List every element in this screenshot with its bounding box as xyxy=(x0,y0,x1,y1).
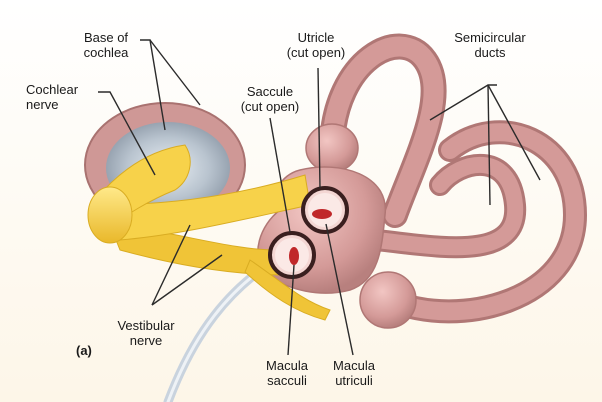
label-utricle: Utricle (cut open) xyxy=(286,30,346,60)
nerves xyxy=(87,144,331,321)
label-macula-utriculi: Macula utriculi xyxy=(333,358,375,388)
macula-sacculi xyxy=(289,247,299,265)
panel-label: (a) xyxy=(76,343,92,358)
saccule-cut xyxy=(268,231,316,279)
label-saccule: Saccule (cut open) xyxy=(240,84,300,114)
nerve-stump xyxy=(87,186,133,244)
label-macula-sacculi: Macula sacculi xyxy=(266,358,308,388)
leader-lines xyxy=(98,39,541,356)
utricle-cut xyxy=(301,186,349,234)
vestibular-nerve-upper xyxy=(99,174,311,241)
label-base-of-cochlea: Base of cochlea xyxy=(83,30,129,60)
label-cochlear-nerve: Cochlear nerve xyxy=(26,82,79,112)
label-vestibular-nerve: Vestibular nerve xyxy=(117,318,175,348)
label-semicircular-ducts: Semicircular ducts xyxy=(454,30,526,60)
macula-utriculi xyxy=(312,209,332,219)
vestibular-nerve-tail xyxy=(244,259,331,321)
ampulla-upper xyxy=(305,123,359,173)
ampulla-lower xyxy=(359,271,417,329)
semicircular-ducts xyxy=(319,33,588,324)
